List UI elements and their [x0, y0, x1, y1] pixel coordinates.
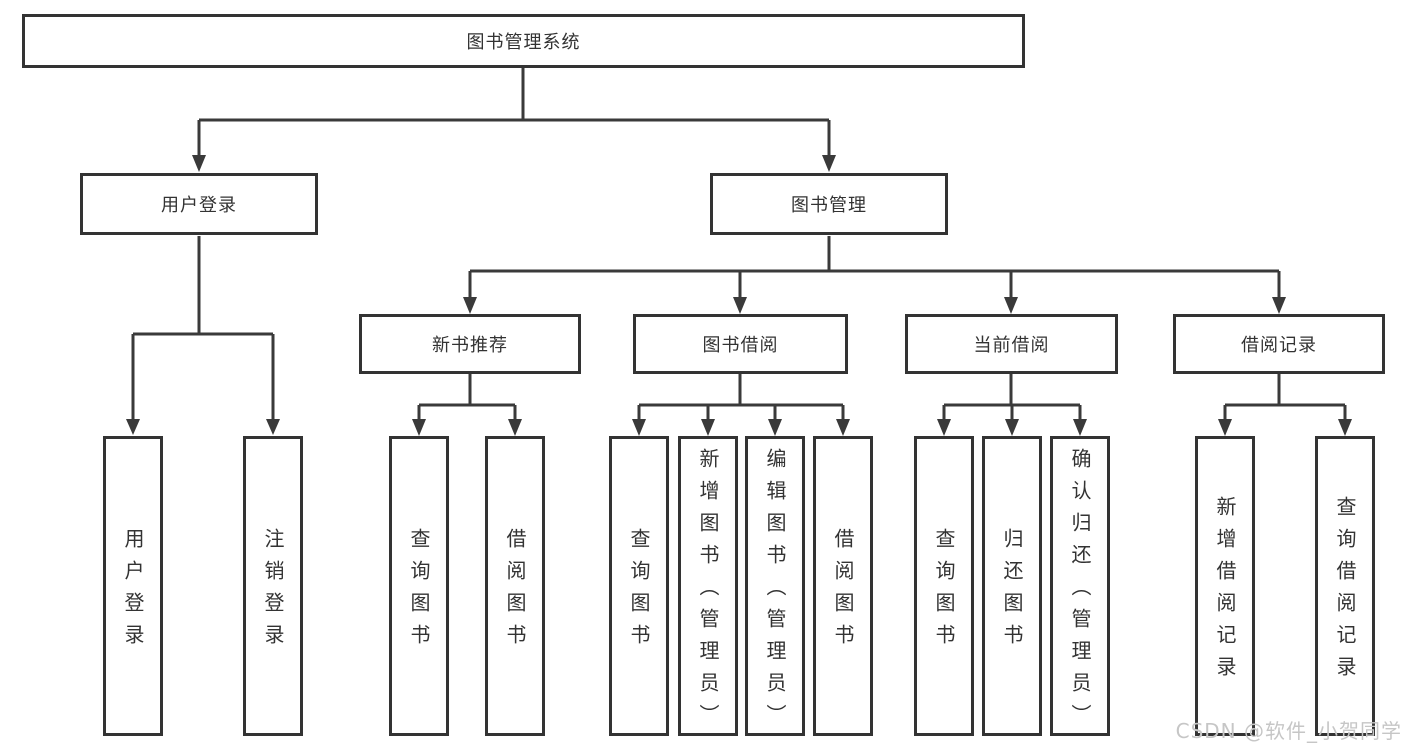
node-book-borrowing: 图书借阅: [633, 314, 848, 374]
node-borrow-records: 借阅记录: [1173, 314, 1385, 374]
arrow-down-icon: [192, 155, 836, 172]
connector-root-to-level2: [192, 68, 836, 172]
node-borrow-books: 借阅图书: [485, 436, 545, 736]
leaf-label: 确认归还（管理员）: [1068, 448, 1092, 736]
node-logout: 注销登录: [243, 436, 303, 736]
node-user-login: 用户登录: [80, 173, 318, 235]
connector-user-login-to-leaves: [126, 236, 280, 435]
arrow-down-icon: [463, 297, 1286, 314]
leaf-label: 查询借阅记录: [1333, 496, 1357, 688]
leaf-label: 归还图书: [1000, 528, 1024, 656]
arrow-down-icon: [632, 419, 850, 436]
node-current-borrowing: 当前借阅: [905, 314, 1118, 374]
arrow-down-icon: [126, 419, 280, 435]
connector-current-borrow-to-leaves: [937, 374, 1087, 436]
node-book-management: 图书管理: [710, 173, 948, 235]
node-new-book-recommend: 新书推荐: [359, 314, 581, 374]
leaf-label: 新增图书（管理员）: [696, 448, 720, 736]
node-confirm-return-admin: 确认归还（管理员）: [1050, 436, 1110, 736]
node-add-book-admin: 新增图书（管理员）: [678, 436, 738, 736]
node-add-borrow-record: 新增借阅记录: [1195, 436, 1255, 736]
leaf-label: 借阅图书: [503, 528, 527, 656]
leaf-label: 查询图书: [932, 528, 956, 656]
leaf-label: 注销登录: [261, 528, 285, 656]
leaf-label: 新增借阅记录: [1213, 496, 1237, 688]
node-borrow-books: 借阅图书: [813, 436, 873, 736]
leaf-label: 借阅图书: [831, 528, 855, 656]
leaf-label: 查询图书: [407, 528, 431, 656]
node-user-login-leaf: 用户登录: [103, 436, 163, 736]
arrow-down-icon: [937, 419, 1087, 436]
node-query-books: 查询图书: [389, 436, 449, 736]
node-return-books: 归还图书: [982, 436, 1042, 736]
node-edit-book-admin: 编辑图书（管理员）: [745, 436, 805, 736]
leaf-label: 查询图书: [627, 528, 651, 656]
node-library-system: 图书管理系统: [22, 14, 1025, 68]
connector-new-book-to-leaves: [412, 374, 522, 436]
connector-book-borrow-to-leaves: [632, 374, 850, 436]
node-query-books: 查询图书: [914, 436, 974, 736]
node-query-borrow-record: 查询借阅记录: [1315, 436, 1375, 736]
connector-borrow-record-to-leaves: [1218, 374, 1352, 436]
leaf-label: 编辑图书（管理员）: [763, 448, 787, 736]
connector-book-mgmt-to-modules: [463, 236, 1286, 314]
csdn-watermark: CSDN @软件_小贺同学: [1175, 719, 1402, 743]
leaf-label: 用户登录: [121, 528, 145, 656]
node-query-books: 查询图书: [609, 436, 669, 736]
arrow-down-icon: [1218, 419, 1352, 436]
arrow-down-icon: [412, 419, 522, 436]
